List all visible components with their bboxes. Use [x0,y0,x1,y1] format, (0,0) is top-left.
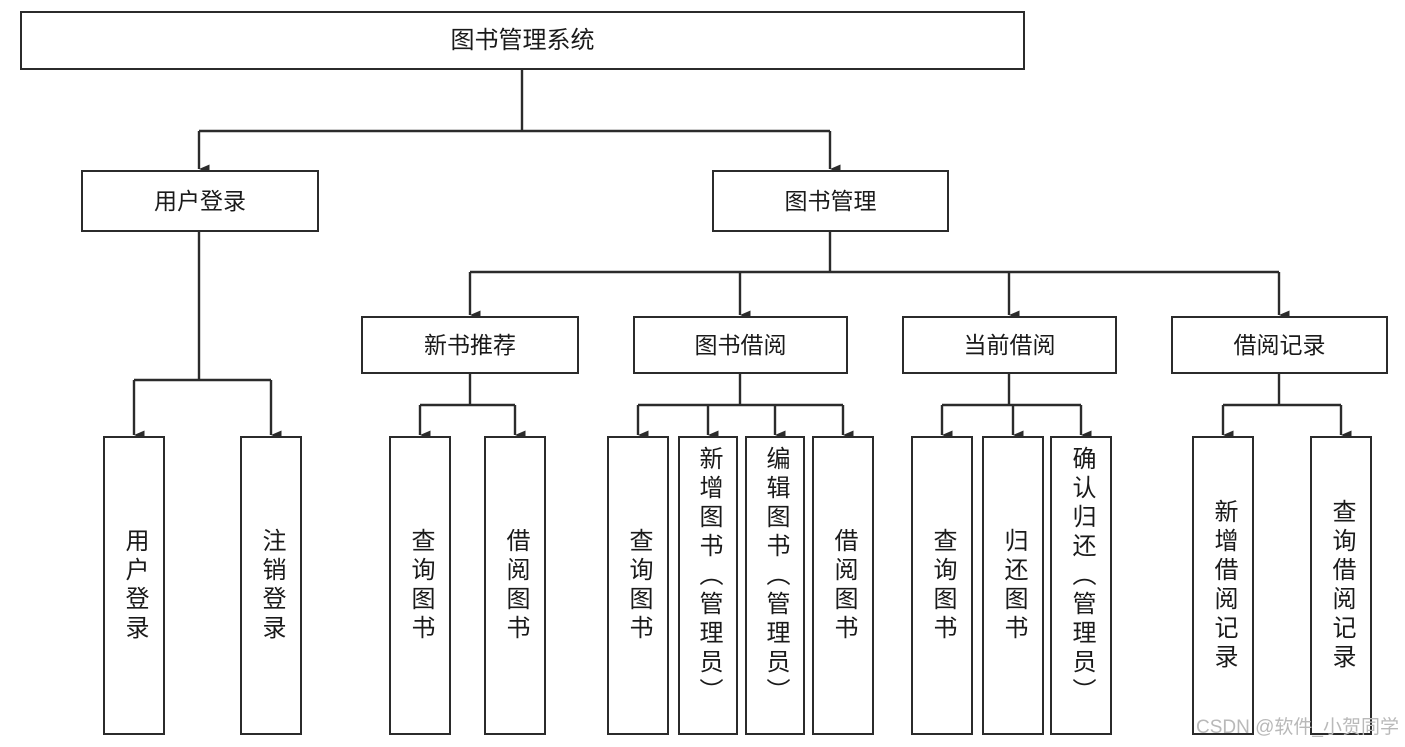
node-level3-3-label: 借阅记录 [1233,331,1326,358]
node-leaf-3[interactable]: 借阅图书 [484,436,546,735]
node-leaf-1[interactable]: 注销登录 [240,436,302,735]
node-leaf-2[interactable]: 查询图书 [389,436,451,735]
node-level2-1-label: 图书管理 [784,187,877,214]
node-leaf-8[interactable]: 查询图书 [911,436,973,735]
node-leaf-9-label: 归还图书 [1000,527,1027,644]
node-level3-0[interactable]: 新书推荐 [361,316,579,374]
node-leaf-3-label: 借阅图书 [502,527,529,644]
node-leaf-1-label: 注销登录 [258,527,285,644]
node-leaf-10[interactable]: 确认归还（管理员） [1050,436,1112,735]
node-leaf-6[interactable]: 编辑图书（管理员） [745,436,805,735]
node-leaf-9[interactable]: 归还图书 [982,436,1044,735]
node-level2-0-label: 用户登录 [154,187,246,214]
node-leaf-11[interactable]: 新增借阅记录 [1192,436,1254,735]
node-level3-0-label: 新书推荐 [424,331,516,358]
node-leaf-4-label: 查询图书 [625,527,652,644]
node-leaf-4[interactable]: 查询图书 [607,436,669,735]
node-leaf-5[interactable]: 新增图书（管理员） [678,436,738,735]
node-leaf-7[interactable]: 借阅图书 [812,436,874,735]
node-root[interactable]: 图书管理系统 [20,11,1025,70]
csdn-watermark: CSDN @软件_小贺同学 [1196,717,1399,738]
node-leaf-8-label: 查询图书 [929,527,956,644]
node-level2-1[interactable]: 图书管理 [712,170,949,232]
node-level3-2-label: 当前借阅 [963,331,1056,358]
node-leaf-10-label: 确认归还（管理员） [1068,446,1095,707]
node-leaf-0-label: 用户登录 [121,527,148,644]
node-leaf-12[interactable]: 查询借阅记录 [1310,436,1372,735]
node-level3-3[interactable]: 借阅记录 [1171,316,1388,374]
node-leaf-6-label: 编辑图书（管理员） [762,446,789,707]
node-leaf-11-label: 新增借阅记录 [1210,498,1237,673]
node-leaf-7-label: 借阅图书 [830,527,857,644]
node-leaf-2-label: 查询图书 [407,527,434,644]
node-level3-2[interactable]: 当前借阅 [902,316,1117,374]
node-leaf-5-label: 新增图书（管理员） [695,446,722,707]
node-level3-1-label: 图书借阅 [694,331,787,358]
node-root-label: 图书管理系统 [450,26,595,54]
node-leaf-12-label: 查询借阅记录 [1328,498,1355,673]
node-level3-1[interactable]: 图书借阅 [633,316,848,374]
node-level2-0[interactable]: 用户登录 [81,170,319,232]
node-leaf-0[interactable]: 用户登录 [103,436,165,735]
